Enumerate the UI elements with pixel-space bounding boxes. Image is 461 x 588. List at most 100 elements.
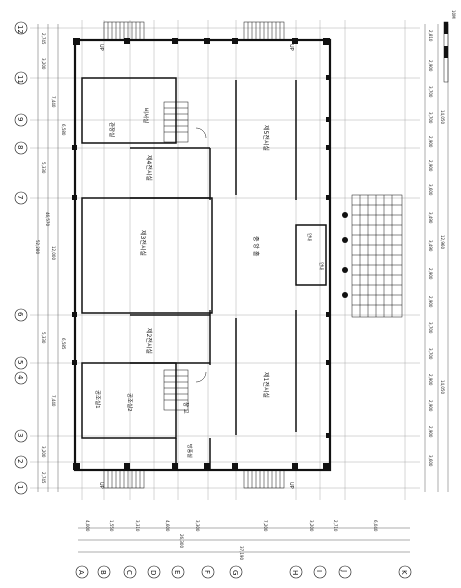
dim-bottom-8: 2,710 bbox=[333, 520, 338, 532]
dim-right-12: 3,700 bbox=[428, 322, 433, 334]
dim-bottom-values: 4,000 1,550 3,310 4,600 3,300 7,200 3,20… bbox=[85, 520, 378, 560]
up-label-tr: UP bbox=[288, 44, 294, 51]
grid-bubbles-bottom bbox=[75, 565, 412, 579]
dim-right-1: 2,810 bbox=[428, 30, 433, 42]
dim-right-total-1: 14,050 bbox=[440, 110, 445, 124]
stair-up-labels: UP UP UP UP bbox=[98, 44, 294, 489]
grid-bubble-labels-left: 12 11 9 8 7 6 5 4 3 2 1 bbox=[16, 25, 24, 489]
grid-col-2: 2 bbox=[16, 459, 24, 463]
room-gallery5: 제5전시실 bbox=[262, 125, 270, 151]
columns bbox=[72, 38, 348, 470]
dim-left-3: 7,440 bbox=[51, 96, 56, 108]
grid-row-k: K bbox=[400, 570, 408, 575]
dim-left-6: 12,000 bbox=[51, 246, 56, 260]
up-label-br: UP bbox=[288, 482, 294, 489]
dim-left-5: 5,330 bbox=[41, 162, 46, 174]
dim-right-7: 3,600 bbox=[428, 184, 433, 196]
stair-bottom-right bbox=[243, 469, 285, 489]
dim-right-16: 2,900 bbox=[428, 426, 433, 438]
dim-right-2: 2,900 bbox=[428, 60, 433, 72]
room-storage2: 공조실2 bbox=[126, 393, 134, 412]
grid-col-12: 12 bbox=[16, 25, 24, 34]
dim-right-15: 2,900 bbox=[428, 400, 433, 412]
grid-lines bbox=[30, 20, 420, 500]
dim-bottom-9: 6,040 bbox=[373, 520, 378, 532]
dim-right-14: 2,900 bbox=[428, 374, 433, 386]
room-labels: 제5전시실 제4전시실 제3전시실 중 앙 홀 제2전시실 제1전시실 관장실 … bbox=[94, 108, 325, 458]
room-storage1: 공조실1 bbox=[94, 390, 102, 409]
dim-left-values: 2,745 3,200 7,440 6,580 5,330 12,000 5,3… bbox=[35, 33, 66, 484]
room-lobby-right: 안내 bbox=[318, 262, 325, 270]
room-guard: 방풍실 bbox=[186, 444, 193, 458]
stair-top-right bbox=[243, 21, 285, 41]
grid-col-6: 6 bbox=[16, 312, 24, 317]
dim-left-11: 2,745 bbox=[41, 472, 46, 484]
dim-bottom-5: 3,300 bbox=[195, 520, 200, 532]
grid-bubbles-left bbox=[14, 21, 28, 495]
dim-left-8: 6,585 bbox=[61, 338, 66, 350]
dim-right-13: 3,700 bbox=[428, 348, 433, 360]
grid-col-7: 7 bbox=[16, 195, 24, 199]
dim-bottom-1: 4,000 bbox=[85, 520, 90, 532]
stairwell-upper bbox=[163, 101, 207, 143]
dimension-lines bbox=[37, 24, 449, 553]
grid-col-5: 5 bbox=[16, 360, 24, 364]
dim-left-9: 7,440 bbox=[51, 395, 56, 407]
room-gallery3: 제3전시실 bbox=[139, 230, 147, 256]
dim-left-2: 3,200 bbox=[41, 58, 46, 70]
dim-bottom-3: 3,310 bbox=[135, 520, 140, 532]
room-gallery1: 제1전시실 bbox=[262, 372, 270, 398]
room-central-hall: 중 앙 홀 bbox=[252, 236, 260, 257]
dim-left-1: 2,745 bbox=[41, 33, 46, 45]
scale-label: 10M bbox=[451, 10, 456, 19]
dim-right-6: 2,900 bbox=[428, 160, 433, 172]
stair-bottom-left bbox=[103, 469, 145, 489]
grid-col-8: 8 bbox=[16, 145, 24, 149]
room-secretary: 비서실 bbox=[142, 108, 150, 123]
stair-top-left bbox=[103, 21, 145, 41]
grid-col-1: 1 bbox=[16, 485, 24, 489]
dim-right-total-2: 12,960 bbox=[440, 235, 445, 249]
scale-bar: 10M bbox=[443, 10, 456, 83]
dim-right-8: 3,490 bbox=[428, 212, 433, 224]
grid-col-4: 4 bbox=[16, 375, 24, 380]
grid-row-j: J bbox=[340, 569, 348, 572]
grid-bubble-labels-bottom: A B C D E F G H I J K bbox=[77, 569, 408, 575]
interior-walls bbox=[81, 77, 327, 470]
grid-row-b: B bbox=[99, 570, 107, 575]
dim-bottom-2: 1,550 bbox=[109, 520, 114, 532]
dim-bottom-mid: 26,300 bbox=[179, 534, 184, 548]
room-warehouse: 창 고 bbox=[182, 402, 190, 414]
dim-bottom-7: 3,200 bbox=[309, 520, 314, 532]
exterior-walls bbox=[73, 38, 332, 472]
dim-left-4: 6,580 bbox=[61, 124, 66, 136]
grid-row-h: H bbox=[291, 570, 299, 575]
dim-bottom-total: 37,190 bbox=[239, 546, 244, 560]
dim-right-values: 2,810 2,900 3,700 3,700 2,900 2,900 3,60… bbox=[428, 30, 445, 467]
dim-bottom-6: 7,200 bbox=[263, 520, 268, 532]
room-lobby-left: 안내 bbox=[306, 233, 313, 241]
dim-right-10: 2,900 bbox=[428, 268, 433, 280]
grid-col-9: 9 bbox=[16, 117, 24, 121]
grid-row-a: A bbox=[77, 570, 85, 575]
grid-col-11: 11 bbox=[16, 75, 24, 84]
grid-row-c: C bbox=[125, 570, 133, 575]
grid-row-d: D bbox=[149, 570, 157, 575]
dim-right-3: 3,700 bbox=[428, 86, 433, 98]
dim-left-10: 3,200 bbox=[41, 446, 46, 458]
stairwell-lower bbox=[163, 369, 207, 411]
dim-left-total: 52,280 bbox=[35, 240, 40, 254]
up-label-tl: UP bbox=[98, 44, 104, 51]
grid-row-g: G bbox=[231, 570, 239, 575]
dim-left-7: 5,330 bbox=[41, 332, 46, 344]
grid-row-e: E bbox=[173, 570, 181, 574]
grid-col-3: 3 bbox=[16, 433, 24, 437]
dim-bottom-4: 4,600 bbox=[165, 520, 170, 532]
entrance-steps bbox=[351, 194, 403, 318]
dim-left-total2: 46,570 bbox=[45, 212, 50, 226]
room-gallery2: 제2전시실 bbox=[145, 328, 153, 354]
dim-right-11: 2,900 bbox=[428, 296, 433, 308]
dim-right-9: 3,490 bbox=[428, 240, 433, 252]
up-label-bl: UP bbox=[98, 482, 104, 489]
